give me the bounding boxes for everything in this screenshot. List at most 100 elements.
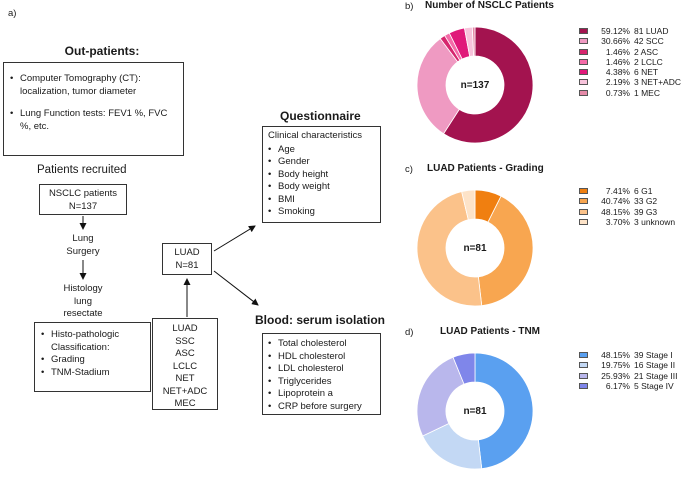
legend-swatch <box>579 89 588 96</box>
legend-swatch <box>579 198 588 205</box>
legend-percent: 59.12% <box>601 26 630 36</box>
legend-swatch <box>579 28 588 34</box>
legend-swatch <box>579 79 588 86</box>
subtypes-box: LUAD SSC ASC LCLC NET NET+ADC MEC <box>152 318 218 410</box>
questionnaire-item: Age <box>268 144 375 157</box>
histology-label: Histology lung resectate <box>48 283 118 321</box>
arrow-luad-to-blood <box>213 270 259 306</box>
blood-item: Lipoprotein a <box>268 388 375 401</box>
legend-swatch <box>579 208 588 215</box>
legend-swatch <box>579 352 588 358</box>
legend-swatch <box>579 38 588 45</box>
legend-percent: 4.38% <box>605 67 630 78</box>
luad-box: LUAD N=81 <box>162 243 212 275</box>
subtype-item: MEC <box>174 398 196 409</box>
donut-slice-1-2 <box>416 191 483 307</box>
blood-title: Blood: serum isolation <box>255 313 386 327</box>
panel-a-letter: a) <box>8 8 17 19</box>
subtype-item: NET <box>175 373 195 384</box>
legend-label: 2 LCLC <box>634 56 663 67</box>
luad-box-line: N=81 <box>175 259 199 271</box>
blood-item: Triglycerides <box>268 376 375 389</box>
legend-label: 16 Stage II <box>634 360 676 371</box>
legend-percent: 3.70% <box>605 216 630 227</box>
legend-swatch <box>579 48 588 55</box>
nsclc-patients-box: NSCLC patients N=137 <box>39 184 127 215</box>
legend-label: 3 unknown <box>634 216 676 227</box>
legend-percent: 1.46% <box>605 46 630 57</box>
outpatients-box: Computer Tomography (CT): localization, … <box>3 62 184 156</box>
donut-slice-0-0 <box>443 26 534 144</box>
legend-swatch <box>579 382 588 389</box>
subtype-item: SSC <box>175 335 195 347</box>
legend-percent: 25.93% <box>601 370 630 381</box>
blood-item: HDL cholesterol <box>268 351 375 364</box>
chart-c-title: LUAD Patients - Grading <box>427 163 544 174</box>
histo-item: Grading <box>41 354 144 367</box>
questionnaire-item: Smoking <box>268 206 375 219</box>
legend-swatch <box>579 218 588 225</box>
legend-percent: 2.19% <box>605 77 630 88</box>
blood-item: Total cholesterol <box>268 338 375 351</box>
subtype-item: LUAD <box>172 323 198 334</box>
blood-box: Total cholesterol HDL cholesterol LDL ch… <box>262 333 381 415</box>
questionnaire-title: Questionnaire <box>280 109 361 123</box>
legend-swatch <box>579 372 588 379</box>
subtype-item: ASC <box>175 348 195 359</box>
questionnaire-item: Body weight <box>268 181 375 194</box>
chart-c-center-label: n=81 <box>463 243 487 254</box>
donut-slice-0-1 <box>416 37 460 135</box>
chart-d-center-label: n=81 <box>463 406 487 417</box>
lung-surgery-line: Surgery <box>66 245 100 257</box>
questionnaire-item: Gender <box>268 156 375 169</box>
lung-surgery-label: Lung Surgery <box>48 233 118 258</box>
arrow-luad-to-questionnaire <box>213 225 256 252</box>
legend-label: 39 G3 <box>634 206 658 217</box>
legend-label: 81 LUAD <box>634 26 669 36</box>
chart-d-title: LUAD Patients - TNM <box>440 326 540 337</box>
luad-box-line: LUAD <box>174 247 200 258</box>
legend-label: 39 Stage I <box>634 350 673 360</box>
legend-percent: 1.46% <box>605 56 630 67</box>
donut-slice-2-2 <box>416 356 465 437</box>
legend-label: 6 G1 <box>634 186 653 196</box>
blood-item: CRP before surgery <box>268 401 375 414</box>
chart-b-center-label: n=137 <box>460 80 490 91</box>
legend-swatch <box>579 188 588 194</box>
legend-percent: 0.73% <box>605 87 630 98</box>
legend-swatch <box>579 69 588 76</box>
donut-slice-2-3 <box>452 352 476 385</box>
chart-b-title: Number of NSCLC Patients <box>425 0 554 11</box>
legend-label: 33 G2 <box>634 196 658 207</box>
legend-percent: 7.41% <box>605 186 630 196</box>
nsclc-box-line: NSCLC patients <box>48 188 118 199</box>
outpatients-item: Computer Tomography (CT): localization, … <box>10 73 177 98</box>
donut-slice-1-3 <box>461 189 476 221</box>
questionnaire-item: Body height <box>268 169 375 182</box>
legend-percent: 40.74% <box>601 196 630 207</box>
histo-item: TNM-Stadium <box>41 367 144 380</box>
histo-classification-box: Histo-pathologic Classification: Grading… <box>34 322 151 392</box>
legend-label: 1 MEC <box>634 87 660 98</box>
questionnaire-item: BMI <box>268 194 375 207</box>
subtype-item: NET+ADC <box>162 385 208 397</box>
patients-recruited-label: Patients recruited <box>37 164 127 176</box>
legend-percent: 6.17% <box>605 380 630 391</box>
donut-slice-2-0 <box>474 352 534 470</box>
histology-line: lung <box>74 295 92 307</box>
legend-swatch <box>579 58 588 65</box>
lung-surgery-line: Lung <box>72 233 94 244</box>
legend-percent: 19.75% <box>601 360 630 371</box>
histology-line: Histology <box>63 283 103 294</box>
legend-label: 6 NET <box>634 67 659 78</box>
histology-line: resectate <box>63 308 103 319</box>
outpatients-title: Out-patients: <box>64 44 140 58</box>
outpatients-item: Lung Function tests: FEV1 %, FVC %, etc. <box>10 108 177 133</box>
legend-percent: 48.15% <box>601 350 630 360</box>
legend-label: 5 Stage IV <box>634 380 674 391</box>
legend-label: 3 NET+ADC <box>634 77 681 88</box>
questionnaire-box: Clinical characteristics Age Gender Body… <box>262 126 381 223</box>
